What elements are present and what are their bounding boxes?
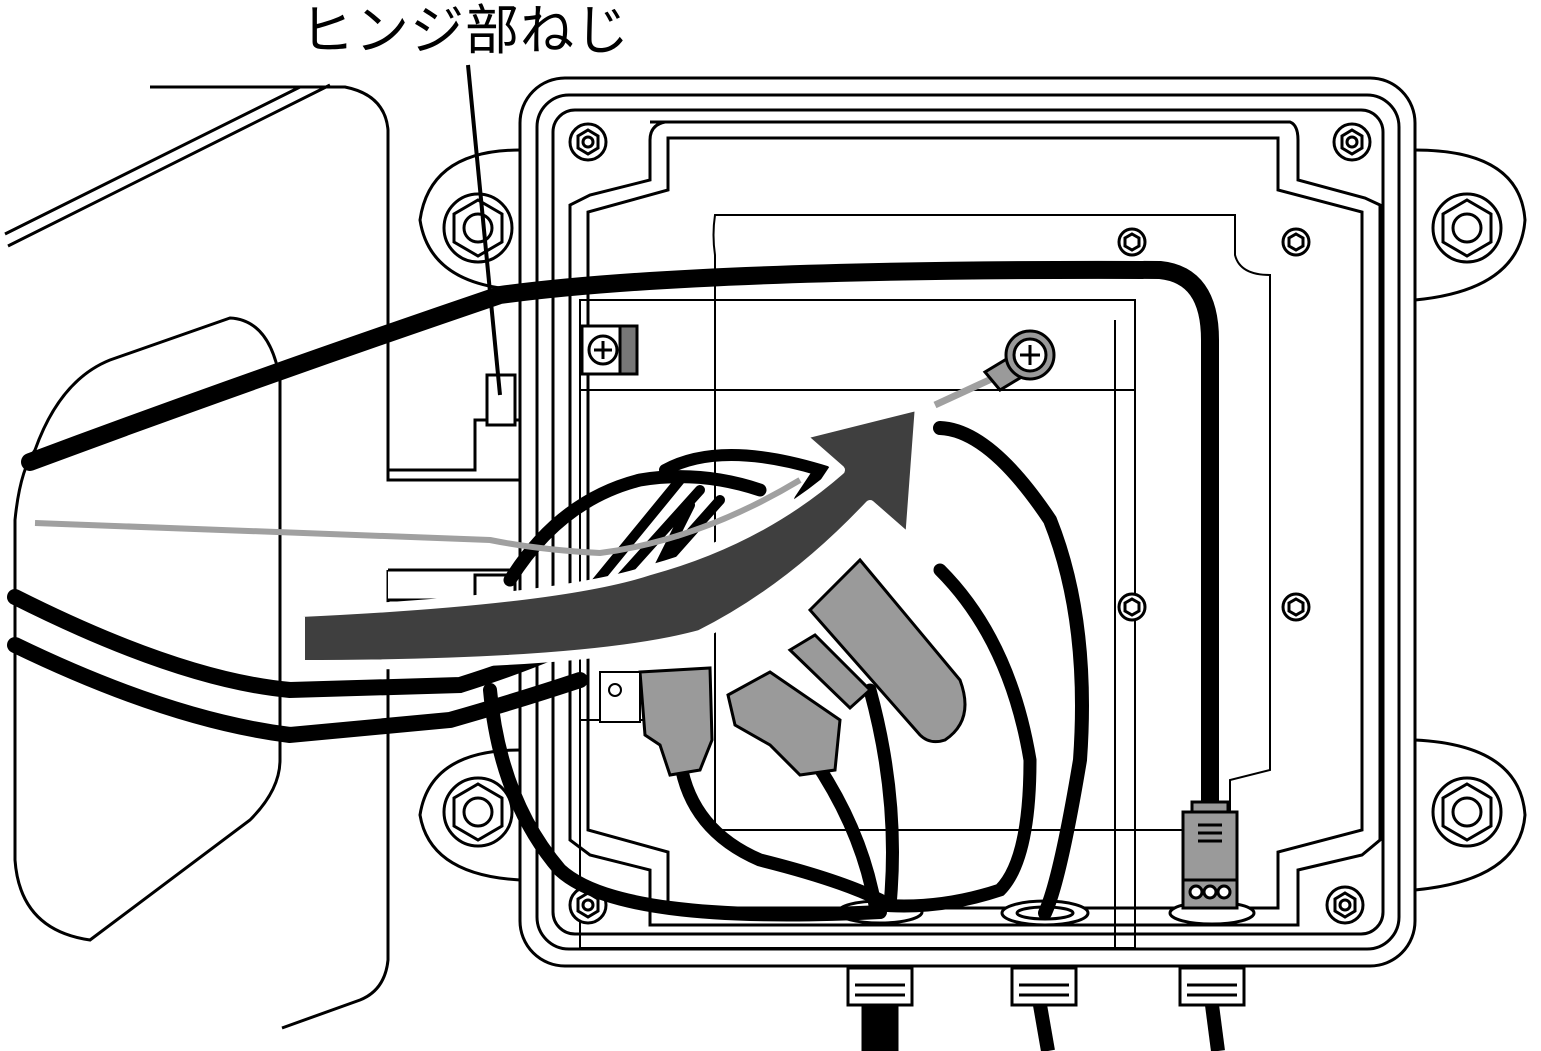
open-cover [4, 83, 390, 1030]
hex-screw-icon [442, 122, 1503, 925]
cable-arch [503, 470, 767, 587]
terminal-block [580, 324, 639, 376]
plus-screw-icon [587, 334, 619, 366]
hinge-screw-label: ヒンジ部ねじ [300, 0, 630, 62]
cable-connector-1 [673, 753, 887, 907]
callout-leader-line [466, 64, 502, 396]
lug-screw-top-left [442, 192, 514, 264]
cable-from-lamp [873, 563, 1037, 913]
connector-c [787, 633, 873, 711]
connector-right [1181, 800, 1239, 910]
lug-screw-bottom-right [1431, 776, 1503, 848]
cable-connector-3 [863, 683, 899, 912]
inner-frame-2 [586, 136, 1364, 910]
plus-screw-icon [1012, 337, 1048, 373]
cable-right-loop [933, 421, 1089, 920]
junction-box [418, 76, 1527, 968]
wire-gray [34, 477, 802, 557]
cable-top [21, 260, 1219, 819]
hinge-bracket [386, 373, 522, 607]
gland-right [1178, 966, 1246, 1051]
gland-middle [1010, 966, 1078, 1051]
cable-loop-bottom [483, 683, 887, 922]
cable-left-2 [7, 637, 588, 744]
lug-screw-bottom-left [442, 776, 514, 848]
ground-terminal [933, 329, 1056, 409]
gland-left [846, 966, 914, 1051]
cables [7, 260, 1219, 922]
cover-inner-panel [13, 316, 282, 942]
connector-lamp [807, 557, 967, 744]
box-outer [518, 76, 1417, 968]
cover-outline [150, 85, 390, 1030]
connector-b [726, 670, 842, 777]
connectors [638, 557, 1239, 910]
cover-edge-diagonal [4, 83, 331, 248]
lug-screw-top-right [1431, 192, 1503, 264]
curved-arrow-icon [295, 400, 925, 670]
inner-frame [568, 120, 1382, 927]
connector-a [638, 666, 714, 777]
